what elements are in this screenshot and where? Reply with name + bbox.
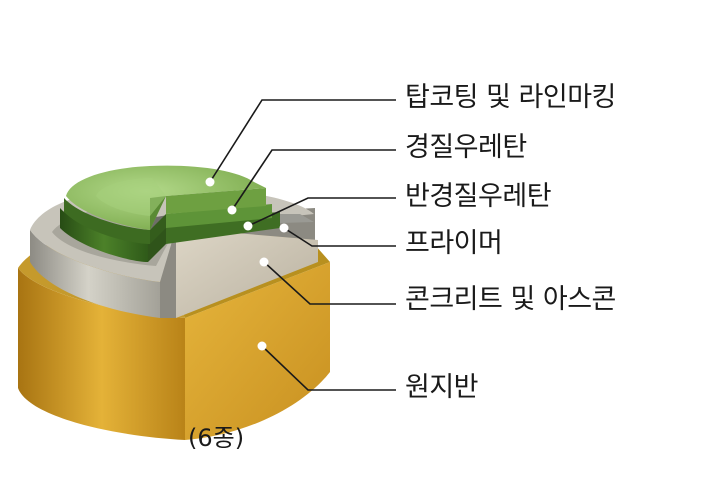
top-coating-layer (66, 165, 266, 230)
leader-line-semi-hard-urethane (247, 197, 396, 227)
leader-line-primer (283, 227, 396, 247)
leader-line-top-coating (209, 99, 396, 183)
leader-line-concrete (263, 261, 396, 305)
leader-dot-hard-urethane (227, 205, 237, 215)
leader-dots (205, 177, 289, 351)
leader-line-hard-urethane (231, 149, 396, 211)
label-subgrade: 원지반 (405, 372, 479, 403)
label-primer: 프라이머 (405, 228, 503, 259)
label-top-coating: 탑코팅 및 라인마킹 (405, 82, 616, 113)
hard-urethane-layer (64, 198, 272, 244)
leader-dot-concrete (259, 257, 269, 267)
diagram-caption: (6종) (188, 424, 245, 452)
leader-dot-primer (279, 223, 289, 233)
label-hard-urethane: 경질우레탄 (405, 132, 527, 163)
leader-line-subgrade (261, 345, 396, 391)
label-semi-hard-urethane: 반경질우레탄 (405, 181, 552, 212)
leader-dot-semi-hard-urethane (243, 221, 253, 231)
leader-lines (209, 99, 396, 391)
label-concrete-asphalt: 콘크리트 및 아스콘 (405, 284, 616, 315)
leader-dot-top-coating (205, 177, 215, 187)
leader-dot-subgrade (257, 341, 267, 351)
